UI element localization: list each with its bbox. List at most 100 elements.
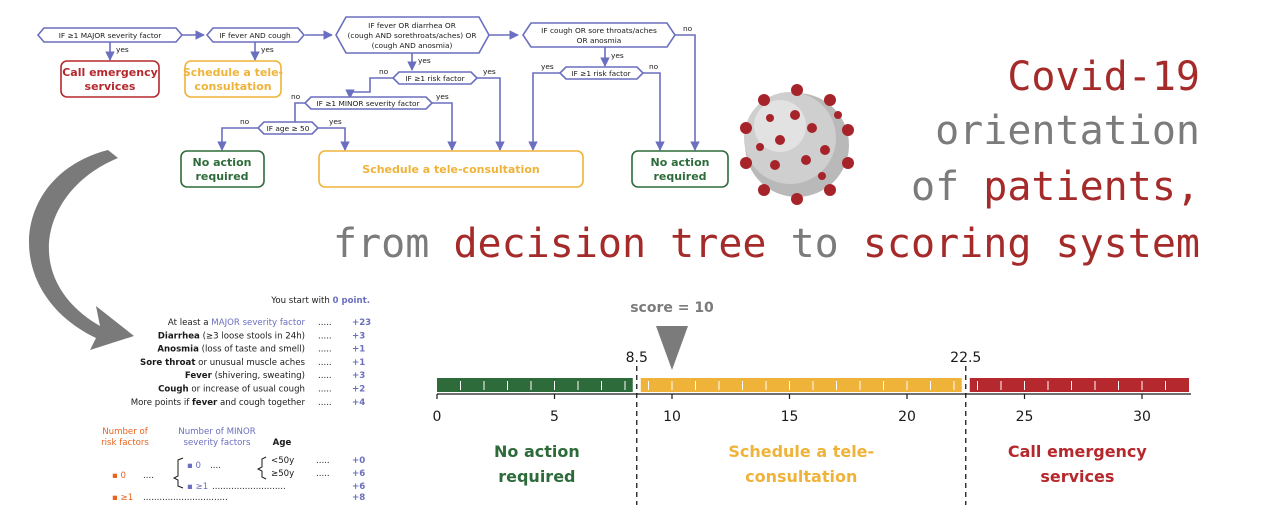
- q6-text: IF ≥1 risk factor: [571, 69, 631, 78]
- label-yes: yes: [329, 117, 342, 126]
- x-tick-label: 30: [1133, 409, 1151, 425]
- node-q3: [335, 16, 490, 54]
- score-row-dots: .....: [318, 345, 332, 355]
- score-row-label: At least a MAJOR severity factor: [168, 318, 306, 328]
- age-old: ≥50y: [271, 469, 294, 479]
- label-yes: yes: [541, 62, 554, 71]
- edge-q6-yes: [528, 72, 560, 151]
- threshold-label: 22.5: [950, 350, 981, 366]
- dots: ....: [143, 471, 154, 481]
- outcome-tele-wide: [318, 150, 584, 188]
- coronavirus-icon: [740, 84, 854, 205]
- node-q4: [522, 22, 676, 48]
- emergency-text-1: Call emergency: [62, 66, 158, 79]
- outcome-noaction-right: [631, 150, 729, 188]
- edge-q4-no: [675, 34, 700, 151]
- node-q5: [391, 71, 479, 85]
- title-line-1: Covid-19: [1007, 54, 1200, 100]
- band-label-0: No action: [494, 442, 580, 461]
- risk-zero: ▪ 0: [112, 471, 126, 481]
- dots: ....: [210, 461, 221, 471]
- x-tick-label: 20: [898, 409, 916, 425]
- q3-text-2: (cough AND sorethroats/aches) OR: [348, 31, 477, 40]
- outcome-noaction-left: [180, 150, 265, 188]
- score-row-dots: .....: [318, 331, 332, 341]
- score-band-0: [437, 378, 633, 392]
- score-row-label: Cough or increase of usual cough: [158, 385, 305, 395]
- node-q8: [256, 121, 320, 135]
- title-decision-tree: decision tree: [453, 221, 767, 267]
- label-no: no: [683, 24, 693, 33]
- tele-text-1: Schedule a tele-: [183, 66, 283, 79]
- edge-q5-no: [345, 77, 393, 99]
- pts-minor: +6: [352, 482, 365, 492]
- band-label-2: Call emergency: [1008, 442, 1148, 461]
- brace-risk: [172, 457, 184, 489]
- title-of: of: [911, 164, 984, 210]
- x-tick-label: 5: [550, 409, 559, 425]
- title-line-3: of patients,: [911, 160, 1200, 214]
- edge-q8-no: [217, 127, 260, 151]
- label-yes: yes: [261, 45, 274, 54]
- score-row-label: Sore throat or unusual muscle aches: [140, 358, 305, 368]
- label-yes: yes: [418, 56, 431, 65]
- node-q6: [558, 66, 645, 80]
- label-yes: yes: [483, 67, 496, 76]
- dots: .....: [316, 456, 330, 466]
- tele-wide-text: Schedule a tele-consultation: [362, 163, 539, 176]
- title-to: to: [766, 221, 863, 267]
- pts-young: +0: [352, 456, 365, 466]
- q5-text: IF ≥1 risk factor: [405, 74, 465, 83]
- title-from: from: [333, 221, 454, 267]
- label-no: no: [291, 92, 301, 101]
- q8-text: IF age ≥ 50: [267, 124, 310, 133]
- score-row-points: +1: [352, 358, 365, 368]
- label-no: no: [379, 67, 389, 76]
- score-band-1: [640, 378, 962, 392]
- band-label-2: services: [1040, 467, 1114, 486]
- noaction-text-2: required: [195, 170, 248, 183]
- threshold-label: 8.5: [626, 350, 648, 366]
- score-row-points: +4: [352, 398, 365, 408]
- score-row-points: +1: [352, 345, 365, 355]
- noaction-text-2: required: [653, 170, 706, 183]
- pts-old: +6: [352, 469, 365, 479]
- outcome-emergency: [60, 60, 160, 98]
- x-tick-label: 15: [781, 409, 799, 425]
- score-row-points: +2: [352, 385, 365, 395]
- edge-q7-yes: [432, 102, 457, 151]
- label-no: no: [649, 62, 659, 71]
- q4-text-2: OR anosmia: [577, 36, 622, 45]
- score-label: score = 10: [630, 300, 714, 316]
- score-row-points: +3: [352, 331, 365, 341]
- score-row-label: More points if fever and cough together: [131, 398, 306, 408]
- x-tick-label: 0: [433, 409, 442, 425]
- minor-zero: ▪ 0: [187, 461, 201, 471]
- title-line-4: from decision tree to scoring system: [333, 217, 1200, 271]
- score-marker-icon: [656, 326, 688, 370]
- emergency-text-2: services: [85, 80, 136, 93]
- q1-text: IF ≥1 MAJOR severity factor: [59, 31, 163, 40]
- edge-q6-no: [643, 72, 665, 151]
- risk-one: ▪ ≥1: [112, 493, 133, 503]
- age-young: <50y: [271, 456, 294, 466]
- score-row-dots: .....: [318, 318, 332, 328]
- edge-q5-yes: [477, 77, 505, 151]
- dots: .....: [316, 469, 330, 479]
- x-tick-label: 10: [663, 409, 681, 425]
- score-band-2: [969, 378, 1189, 392]
- label-yes: yes: [611, 51, 624, 60]
- dots: ...........................: [212, 482, 286, 492]
- label-yes: yes: [436, 92, 449, 101]
- label-no: no: [240, 117, 250, 126]
- dots: ...............................: [143, 493, 228, 503]
- score-row-dots: .....: [318, 398, 332, 408]
- title-scoring-system: scoring system: [862, 221, 1200, 267]
- q3-text-1: IF fever OR diarrhea OR: [368, 21, 456, 30]
- title-line-2: orientation: [935, 108, 1200, 154]
- outcome-tele-small: [184, 60, 282, 98]
- node-q2: [205, 27, 306, 43]
- score-row-dots: .....: [318, 385, 332, 395]
